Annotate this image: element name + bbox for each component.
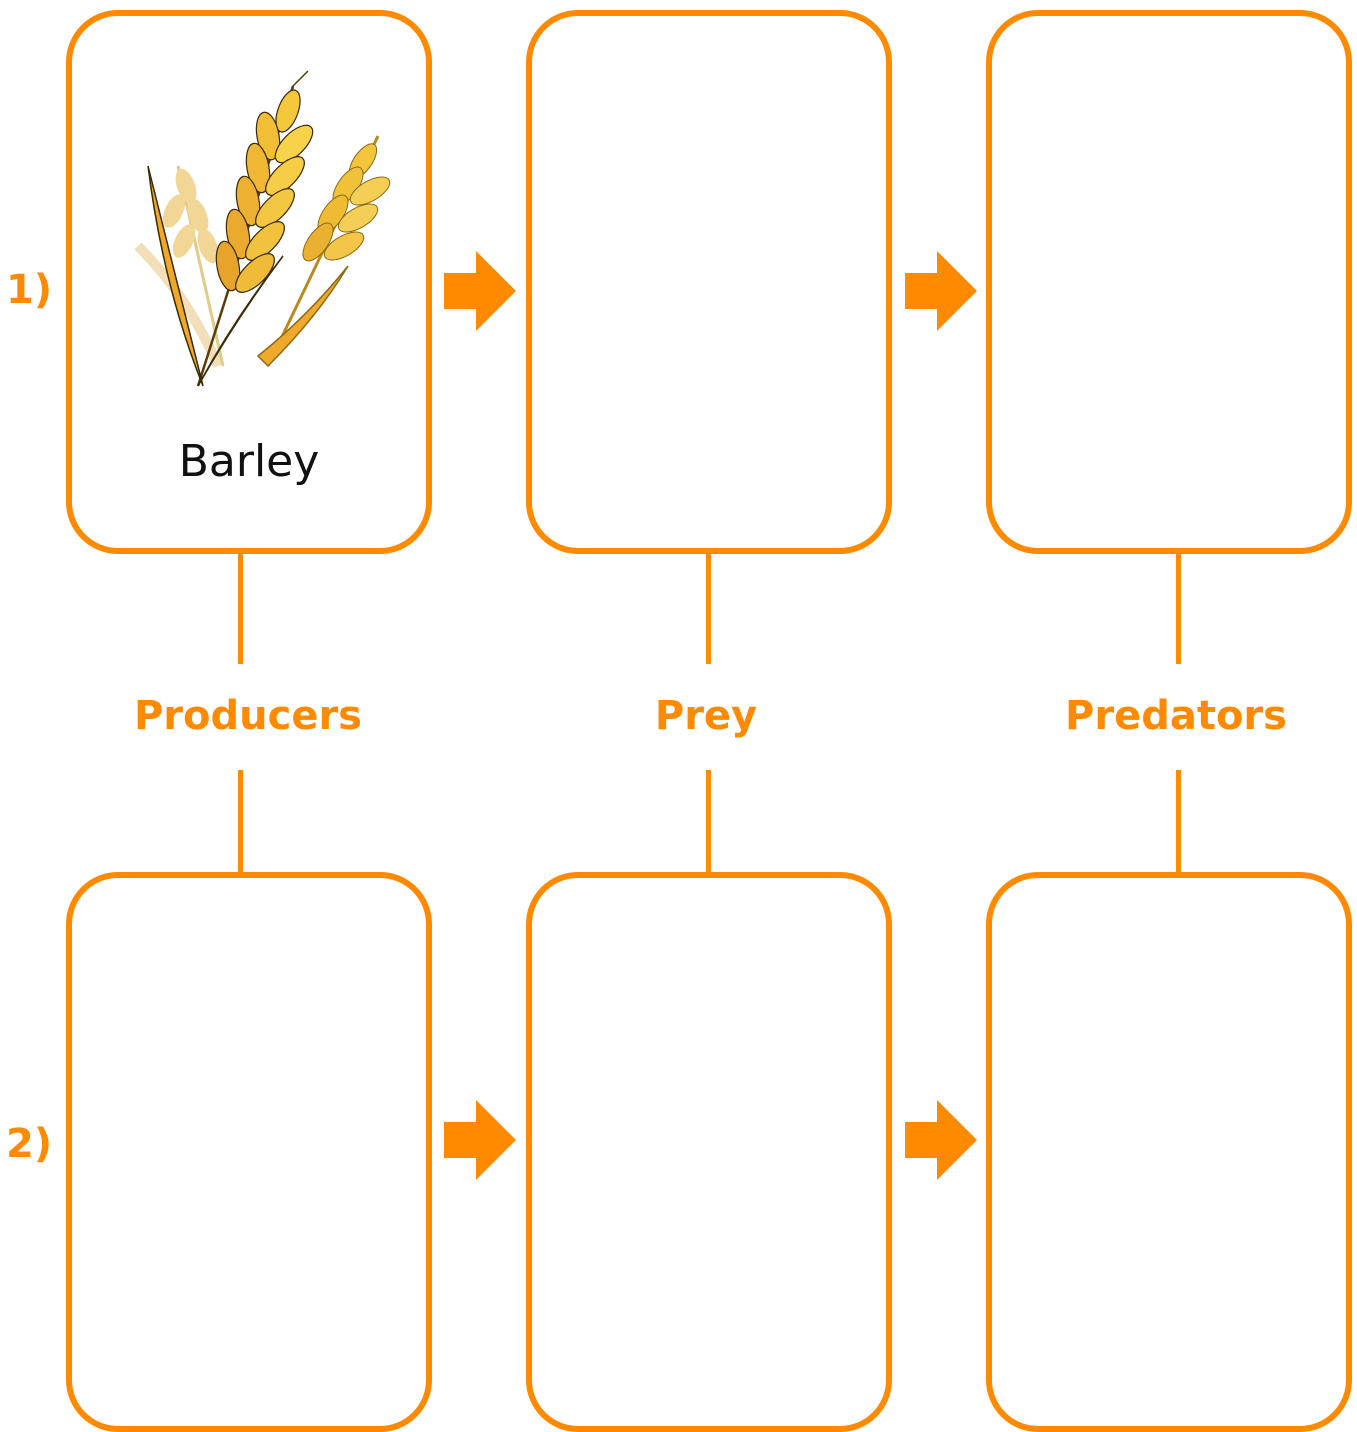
arrow-right-icon <box>905 251 977 331</box>
card-row1-predator[interactable] <box>986 10 1352 554</box>
level-label-prey: Prey <box>654 693 758 739</box>
card-row1-prey[interactable] <box>526 10 892 554</box>
connector-line <box>1176 770 1181 876</box>
row-label-2: 2) <box>6 1121 53 1167</box>
connector-line <box>706 554 711 664</box>
card-row1-producer[interactable]: Barley <box>66 10 432 554</box>
level-label-producers: Producers <box>133 693 362 739</box>
level-label-predators: Predators <box>1065 693 1287 739</box>
arrow-right-icon <box>905 1100 977 1180</box>
connector-line <box>1176 554 1181 664</box>
row-label-1: 1) <box>6 267 53 313</box>
connector-line <box>238 554 243 664</box>
connector-line <box>706 770 711 876</box>
card-row2-producer[interactable] <box>66 872 432 1432</box>
arrow-right-icon <box>444 251 516 331</box>
arrow-right-icon <box>444 1100 516 1180</box>
barley-icon <box>134 70 391 387</box>
card-caption-barley: Barley <box>178 436 320 487</box>
card-row2-predator[interactable] <box>986 872 1352 1432</box>
connector-line <box>238 770 243 876</box>
card-row2-prey[interactable] <box>526 872 892 1432</box>
